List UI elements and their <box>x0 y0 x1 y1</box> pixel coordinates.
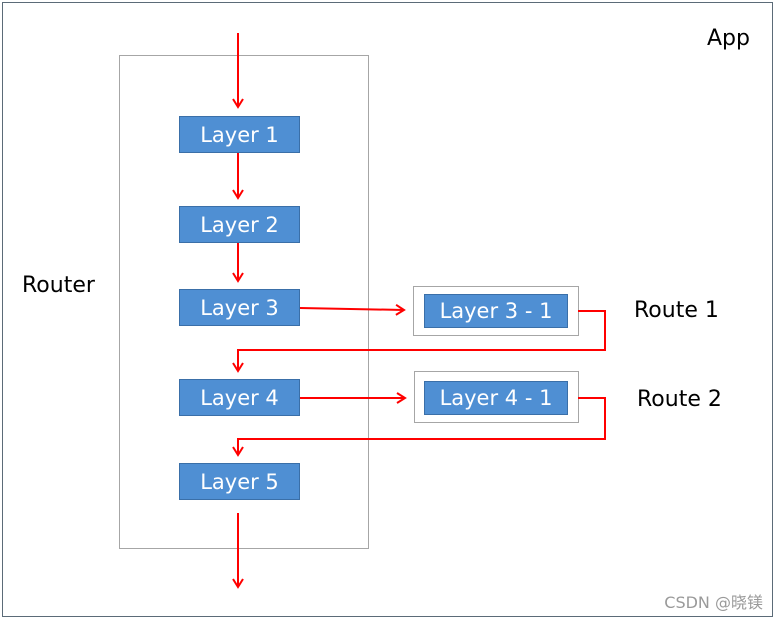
router-label: Router <box>22 273 95 298</box>
app-label: App <box>707 26 750 51</box>
layer-1: Layer 1 <box>179 116 300 153</box>
layer-5: Layer 5 <box>179 463 300 500</box>
route-1-label: Route 1 <box>634 298 719 323</box>
layer-4-1: Layer 4 - 1 <box>424 381 568 415</box>
layer-3-1: Layer 3 - 1 <box>424 294 568 328</box>
layer-2: Layer 2 <box>179 206 300 243</box>
layer-4: Layer 4 <box>179 379 300 416</box>
layer-3: Layer 3 <box>179 289 300 326</box>
route-2-label: Route 2 <box>637 387 722 412</box>
watermark: CSDN @晓镁 <box>664 593 763 612</box>
router-box <box>119 55 369 549</box>
